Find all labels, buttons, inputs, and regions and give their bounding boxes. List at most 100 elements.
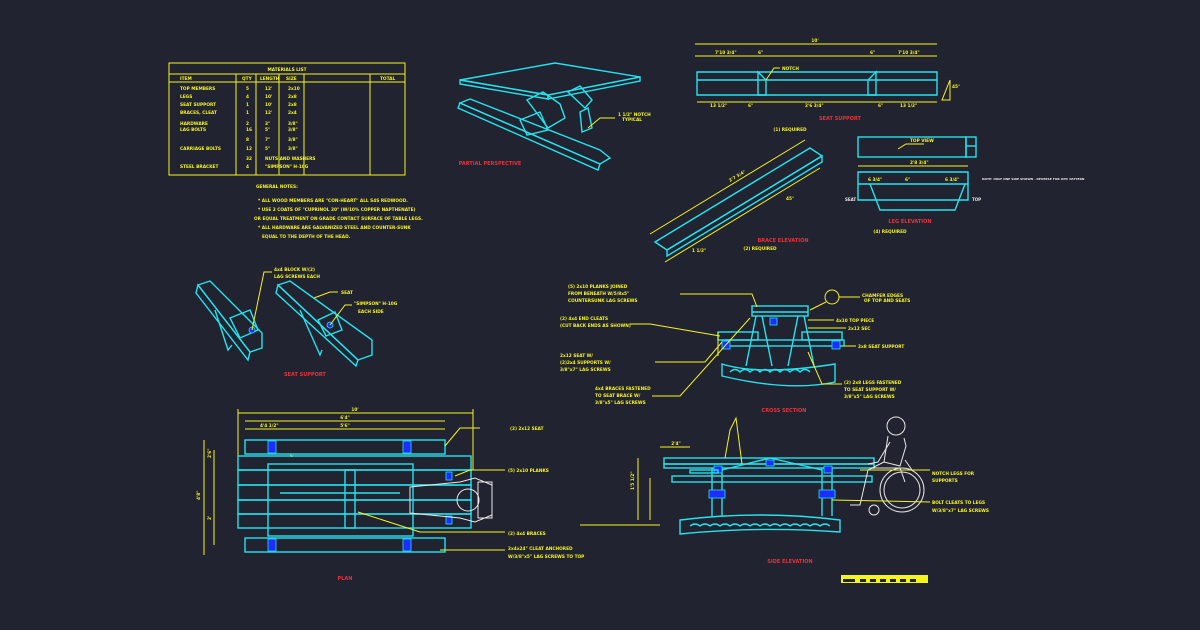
cross-right-label: 2x8 SEAT SUPPORT — [858, 344, 904, 350]
plan-dim: 2' — [207, 516, 213, 520]
materials-cell-item: LAG BOLTS — [180, 127, 206, 133]
cross-callout: 3/8"x7" LAG SCREWS — [560, 367, 611, 373]
materials-cell-qty: 4 — [246, 164, 249, 170]
materials-cell-len: 5" — [265, 127, 270, 133]
materials-cell-size: 2x10 — [288, 86, 300, 92]
materials-cell-qty: 4 — [246, 94, 249, 100]
side-elevation-drawing: 2'4" 1'5 1/2" — [580, 416, 989, 565]
materials-cell-len: "SIMPSON" H-10G — [265, 164, 309, 170]
side-callout: W/3/8"x7" LAG SCREWS — [932, 508, 989, 514]
materials-cell-size: 3/8" — [288, 137, 298, 143]
materials-header-qty: QTY — [242, 76, 253, 82]
plan-drawing: 10' 6'4" 4'4 1/2" 5'6" 4'8" 2'6" 2' 6' (… — [196, 407, 584, 582]
notch-label: NOTCH — [782, 66, 799, 72]
seat-support-detail-drawing: 4x4 BLOCK W/(2) LAG SCREWS EACH SEAT "SI… — [195, 267, 398, 378]
detail-callout: LAG SCREWS EACH — [274, 274, 320, 280]
plan-dim: 5'6" — [340, 423, 350, 429]
seat-support-dim: 2'6 3/4" — [805, 103, 824, 109]
plan-dim: 4'8" — [196, 490, 202, 500]
materials-cell-size: 2x4 — [288, 110, 297, 116]
cross-right-label: 4x10 TOP PIECE — [836, 318, 874, 324]
scale-bar — [841, 575, 928, 583]
side-callout: SUPPORTS — [932, 478, 958, 484]
materials-header-total: TOTAL — [380, 76, 396, 82]
materials-cell-len: 10' — [265, 94, 272, 100]
cross-callout: 2x12 SEAT W/ — [560, 353, 593, 359]
materials-header-size: SIZE — [286, 76, 297, 82]
plan-title: PLAN — [338, 576, 353, 582]
perspective-callout: 1 1/2" NOTCH — [618, 112, 651, 118]
materials-cell-item: LEGS — [180, 94, 192, 100]
side-dim: 1'5 1/2" — [630, 471, 636, 490]
leg-dim: 2'8 3/4" — [910, 160, 929, 166]
cross-callout: (2) 4x4 END CLEATS — [560, 316, 608, 322]
plan-dim: 2'6" — [207, 448, 213, 458]
notes-heading: GENERAL NOTES: — [256, 184, 298, 190]
leg-side-note: NOTE: ONLY ONE SIDE SHOWN - REVERSE FOR … — [982, 177, 1085, 181]
plan-dim: 6'4" — [340, 415, 350, 421]
materials-cell-len: 3" — [265, 121, 270, 127]
seat-support-dim: 13 1/2" — [710, 103, 727, 109]
seat-support-dim: 6" — [878, 103, 883, 109]
detail-callout: SEAT — [341, 290, 353, 296]
leg-seat-label: SEAT — [845, 197, 856, 202]
detail-callout: EACH SIDE — [358, 309, 384, 315]
materials-cell-item: TOP MEMBERS — [180, 86, 215, 92]
materials-cell-qty: 1 — [246, 110, 249, 116]
note-line: EQUAL TO THE DEPTH OF THE HEAD. — [262, 234, 351, 240]
cross-section-drawing: CHAMFER EDGES OF TOP AND SEATS 4x10 TOP … — [560, 284, 910, 414]
seat-support-top-note: (1) REQUIRED — [773, 127, 807, 133]
seat-support-dim: 7'10 3/4" — [715, 50, 737, 56]
angle-label: 45° — [952, 84, 960, 90]
seat-support-dim: 13 1/2" — [900, 103, 917, 109]
detail-callout: "SIMPSON" H-10G — [354, 301, 398, 307]
materials-cell-len: 7" — [265, 137, 270, 143]
materials-cell-item: CARRIAGE BOLTS — [180, 146, 221, 152]
side-callout: BOLT CLEATS TO LEGS — [932, 500, 985, 506]
materials-cell-qty: 2 — [246, 121, 249, 127]
seat-support-dim: 6" — [870, 50, 875, 56]
general-notes: GENERAL NOTES: * ALL WOOD MEMBERS ARE "C… — [254, 184, 423, 240]
plan-callout: (5) 2x10 PLANKS — [508, 468, 549, 474]
plan-callout: (2) 4x4 BRACES — [508, 531, 546, 537]
side-dim: 2'4" — [671, 441, 681, 447]
leg-elevation-note: (4) REQUIRED — [873, 229, 907, 235]
plan-dim: 10' — [351, 407, 358, 413]
side-elevation-title: SIDE ELEVATION — [767, 559, 813, 565]
materials-cell-qty: 16 — [246, 127, 252, 133]
seat-support-detail-title: SEAT SUPPORT — [284, 372, 327, 378]
cross-callout: TO SEAT SUPPORT W/ — [844, 387, 896, 393]
brace-dim: 1 1/2" — [692, 248, 706, 254]
brace-elevation-title: BRACE ELEVATION — [757, 238, 808, 244]
leg-elevation-title: LEG ELEVATION — [888, 219, 931, 225]
cross-callout: TO SEAT BRACE W/ — [595, 393, 641, 399]
cross-callout: FROM BENEATH W/5/8x5" — [568, 291, 629, 297]
materials-cell-len: 5" — [265, 146, 270, 152]
cross-section-title: CROSS SECTION — [762, 408, 807, 414]
seat-support-dim: 6" — [748, 103, 753, 109]
brace-dim: 45° — [786, 196, 794, 202]
leg-dim: 6 3/4" — [945, 177, 959, 183]
plan-callout: (2) 2x12 SEAT — [510, 426, 544, 432]
cross-callout: (5) 2x10 PLANKS JOINED — [568, 284, 628, 290]
materials-cell-size: 2x8 — [288, 94, 297, 100]
materials-cell-qty: 1 — [246, 102, 249, 108]
note-line: OR EQUAL TREATMENT ON GRADE CONTACT SURF… — [254, 216, 423, 222]
cross-right-label: 2x12 SEC — [848, 326, 870, 332]
side-callout: NOTCH LEGS FOR — [932, 471, 975, 477]
leg-elevation-drawing: TOP VIEW 2'8 3/4" 6 3/4" 6" 6 3/4" SEAT … — [845, 136, 1085, 235]
cross-callout: (CUT BACK ENDS AS SHOWN) — [560, 323, 631, 329]
materials-cell-size: 3/8" — [288, 121, 298, 127]
note-line: * ALL WOOD MEMBERS ARE "CON-HEART" ALL S… — [258, 198, 408, 204]
cross-right-label: OF TOP AND SEATS — [864, 298, 910, 304]
materials-cell-len: 12' — [265, 110, 272, 116]
cross-callout: 3/8"x5" LAG SCREWS — [844, 394, 895, 400]
materials-cell-size: 3/8" — [288, 127, 298, 133]
seat-support-top-title: SEAT SUPPORT — [819, 116, 862, 122]
cross-callout: 4x4 BRACES FASTENED — [595, 386, 651, 392]
leg-dim: 6 3/4" — [868, 177, 882, 183]
plan-dim: 4'4 1/2" — [260, 423, 279, 429]
seat-support-dim: 6" — [758, 50, 763, 56]
